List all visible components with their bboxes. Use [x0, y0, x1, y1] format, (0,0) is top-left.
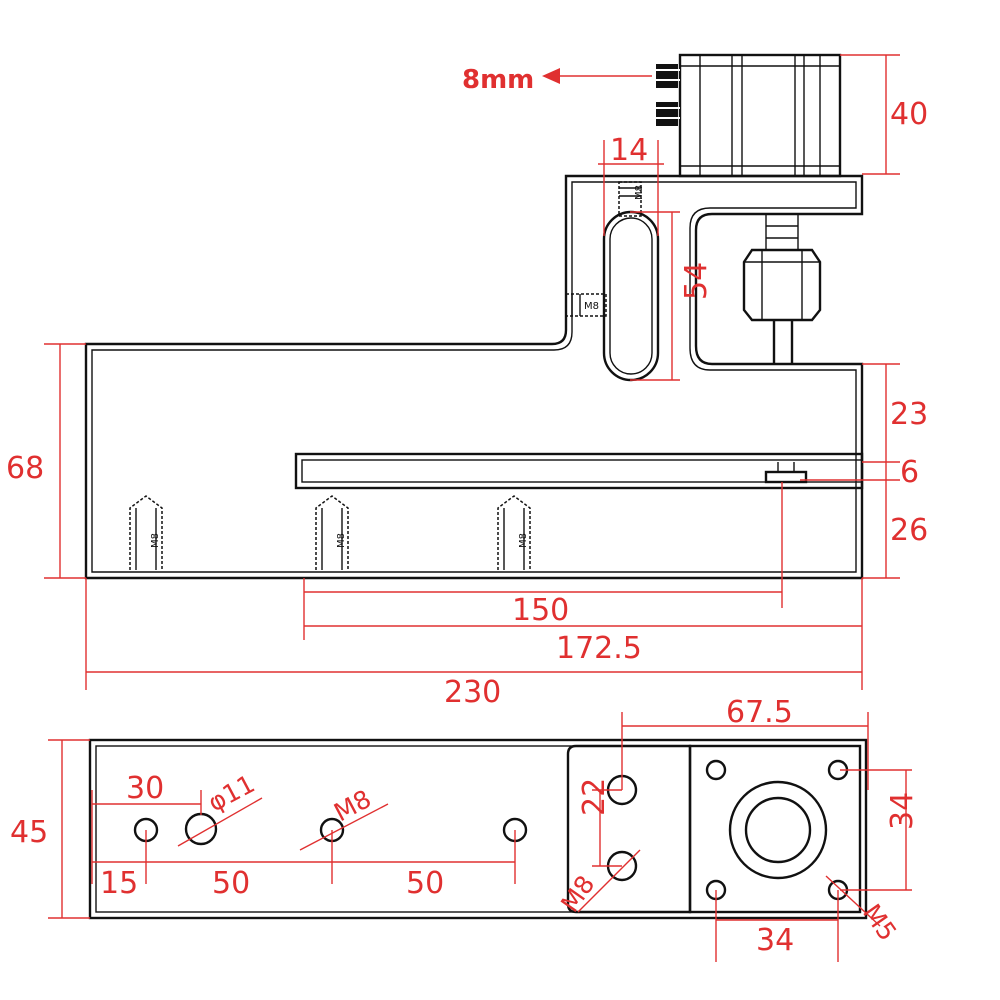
piston-rod [742, 213, 822, 364]
dim-34-vertical: 34 [840, 769, 920, 891]
svg-text:30: 30 [126, 771, 164, 806]
stroke-note: 8mm [462, 65, 652, 95]
svg-text:50: 50 [212, 866, 250, 901]
stroke-label: 8mm [462, 65, 534, 95]
dim-horizontal-stack: 150 172.5 230 [85, 482, 863, 710]
m8-vertical-hole: M8 [618, 181, 645, 217]
dim-34-horizontal: 34 [715, 890, 839, 962]
base-plate [88, 738, 868, 920]
m8-label: M8 [584, 301, 599, 312]
svg-text:40: 40 [890, 97, 928, 132]
flange-hole-1 [705, 759, 727, 781]
cylinder-bore-outer [728, 780, 828, 880]
dim-67-5: 67.5 [621, 695, 869, 790]
side-view: M8 M8 [6, 53, 928, 710]
m8-label: M8 [150, 533, 161, 548]
dim-m8-leader: M8 [299, 784, 389, 851]
dim-slot-length: 54 [630, 211, 714, 381]
slot [602, 210, 660, 382]
svg-text:15: 15 [100, 866, 138, 901]
svg-text:M8: M8 [555, 870, 600, 917]
svg-text:34: 34 [885, 792, 920, 830]
svg-text:172.5: 172.5 [556, 631, 642, 666]
dim-width: 45 [10, 739, 93, 919]
svg-text:14: 14 [610, 133, 648, 168]
svg-text:23: 23 [890, 397, 928, 432]
sliding-plate [294, 452, 864, 490]
svg-text:M5: M5 [857, 899, 902, 946]
dim-cylinder-height: 40 [840, 54, 928, 175]
svg-text:67.5: 67.5 [726, 695, 793, 730]
frame-inner-line [91, 181, 857, 573]
bracket-block [566, 744, 692, 914]
dim-total-height: 68 [6, 343, 86, 579]
m8-label: M8 [518, 533, 529, 548]
lower-m8-bolt-3: M8 [497, 495, 531, 570]
dim-30: 30 [92, 771, 202, 815]
svg-text:6: 6 [900, 455, 919, 490]
svg-text:22: 22 [577, 778, 612, 816]
svg-text:150: 150 [512, 593, 569, 628]
svg-text:68: 68 [6, 451, 44, 486]
cylinder-flange [688, 744, 862, 914]
svg-text:φ11: φ11 [203, 769, 259, 817]
frame-outline [84, 174, 864, 580]
cylinder [654, 53, 842, 178]
cylinder-bore-inner [744, 796, 812, 864]
m8-horizontal-hole: M8 [565, 293, 607, 317]
top-view: 45 30 φ11 M8 15 50 50 [10, 695, 920, 962]
svg-text:54: 54 [679, 262, 714, 300]
dim-hole-spacing: 15 50 50 [92, 830, 516, 901]
svg-text:45: 45 [10, 815, 48, 850]
lower-m8-bolt-1: M8 [129, 495, 163, 570]
dim-slot-width: 14 [598, 133, 664, 236]
svg-text:230: 230 [444, 675, 501, 710]
dim-22: 22 [577, 778, 622, 867]
m8-label: M8 [634, 185, 645, 200]
dim-diameter: φ11 [177, 769, 263, 847]
svg-text:50: 50 [406, 866, 444, 901]
lower-m8-bolt-2: M8 [315, 495, 349, 570]
dim-right-stack: 23 6 26 [800, 363, 928, 579]
m8-label: M8 [336, 533, 347, 548]
svg-text:34: 34 [756, 923, 794, 958]
svg-text:26: 26 [890, 513, 928, 548]
slot-inner [609, 217, 653, 375]
